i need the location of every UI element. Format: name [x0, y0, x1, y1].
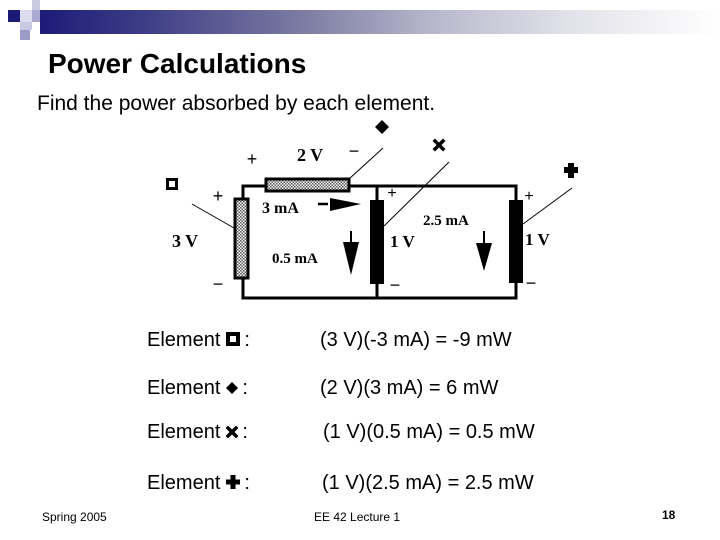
footer-course: EE 42 Lecture 1 — [314, 510, 401, 524]
arrow-down-icon — [476, 243, 492, 271]
element-square-resistor — [233, 197, 250, 280]
page-number: 18 — [662, 508, 676, 522]
svg-text:+: + — [247, 149, 258, 169]
voltage-label-1v-cross: 1 V — [390, 232, 415, 251]
svg-text:+: + — [524, 188, 533, 205]
equation-label: Element: — [147, 377, 248, 400]
decor-square-light — [32, 0, 40, 10]
decor-square-dark — [8, 10, 20, 22]
diamond-marker-icon — [226, 377, 239, 400]
x-cross-marker-icon — [225, 421, 239, 444]
diamond-marker-icon — [375, 120, 389, 134]
arrow-down-icon — [343, 242, 359, 275]
page-title: Power Calculations — [48, 48, 307, 79]
equation-label: Element: — [147, 421, 248, 444]
header-gradient-bar — [40, 10, 720, 34]
footer-date: Spring 2005 — [42, 510, 107, 524]
equation-expression: (1 V)(0.5 mA) = 0.5 mW — [323, 421, 535, 443]
svg-text:−: − — [213, 274, 224, 294]
element-cross-resistor — [370, 200, 384, 284]
current-label-3ma: 3 mA — [262, 200, 299, 217]
svg-text:−: − — [526, 273, 537, 293]
decor-square-light — [20, 22, 32, 30]
equation-expression: (3 V)(-3 mA) = -9 mW — [320, 329, 512, 351]
equation-label: Element: — [147, 329, 250, 352]
plus-cross-marker-icon — [564, 163, 578, 178]
voltage-label-3v: 3 V — [172, 231, 198, 251]
decor-square-mid — [20, 30, 30, 40]
square-outline-marker-icon — [166, 178, 178, 190]
current-label-0-5ma: 0.5 mA — [272, 251, 318, 267]
circuit-diagram: + 2 V − + 3 V − + 1 V − + 1 V − 3 mA 0.5… — [166, 120, 578, 300]
slide-subtitle: Find the power absorbed by each element. — [37, 92, 436, 115]
x-cross-marker-icon — [432, 138, 446, 152]
svg-text:+: + — [387, 185, 396, 202]
current-label-2-5ma: 2.5 mA — [423, 213, 469, 229]
decor-square-light — [20, 10, 32, 22]
voltage-label-1v-plus: 1 V — [525, 230, 550, 249]
plus-cross-marker-icon — [226, 472, 241, 495]
equation-label: Element: — [147, 472, 250, 495]
element-plus-resistor — [509, 200, 523, 283]
svg-text:−: − — [349, 141, 360, 161]
svg-text:−: − — [390, 275, 401, 295]
arrow-right-icon — [330, 198, 361, 211]
equation-expression: (1 V)(2.5 mA) = 2.5 mW — [322, 472, 534, 494]
element-diamond-resistor — [264, 177, 351, 193]
circuit-wires — [241, 184, 518, 300]
svg-text:+: + — [213, 186, 224, 206]
equation-expression: (2 V)(3 mA) = 6 mW — [320, 377, 499, 399]
voltage-label-2v: 2 V — [297, 145, 323, 165]
decor-square-mid — [32, 10, 40, 22]
square-outline-marker-icon — [226, 329, 241, 352]
